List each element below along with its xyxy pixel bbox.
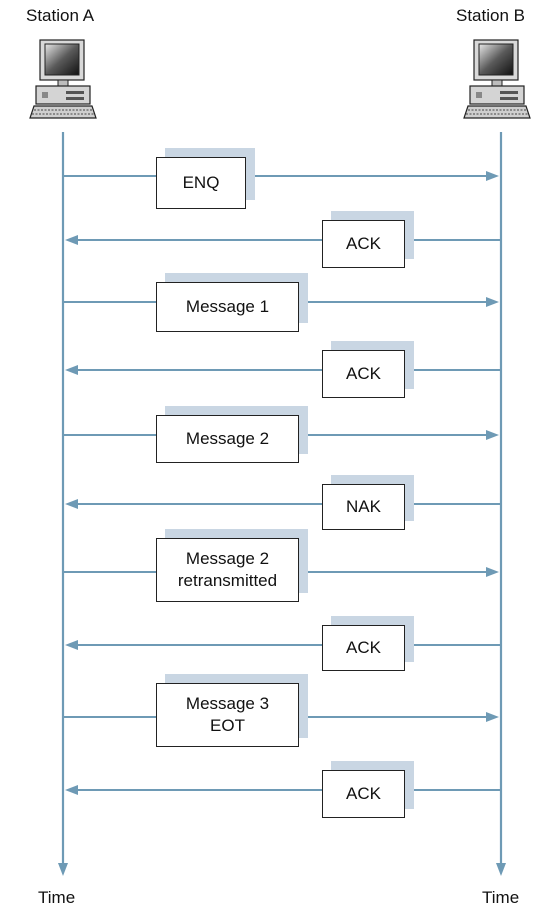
station-a-computer-icon [29,39,97,119]
message-arrowhead-4 [65,365,78,375]
message-arrowhead-2 [65,235,78,245]
station-a-timeline-arrowhead [58,863,68,876]
message-arrowhead-8 [65,640,78,650]
message-box-8: ACK [322,625,405,671]
message-arrowhead-5 [486,430,499,440]
message-box-6: NAK [322,484,405,530]
station-a-label: Station A [26,6,95,25]
message-arrowhead-6 [65,499,78,509]
message-box-1: ENQ [156,157,246,209]
station-a-time-label: Time [38,888,76,907]
message-box-3: Message 1 [156,282,299,332]
message-box-4: ACK [322,350,405,398]
message-arrowhead-3 [486,297,499,307]
message-box-7: Message 2 retransmitted [156,538,299,602]
message-arrowhead-10 [65,785,78,795]
station-b-time-label: Time [482,888,520,907]
message-box-2: ACK [322,220,405,268]
station-b-computer-icon [463,39,531,119]
station-b-timeline-arrowhead [496,863,506,876]
message-arrowhead-7 [486,567,499,577]
station-b-label: Station B [456,6,525,25]
message-box-5: Message 2 [156,415,299,463]
message-arrowhead-9 [486,712,499,722]
message-box-10: ACK [322,770,405,818]
message-arrowhead-1 [486,171,499,181]
message-box-9: Message 3 EOT [156,683,299,747]
